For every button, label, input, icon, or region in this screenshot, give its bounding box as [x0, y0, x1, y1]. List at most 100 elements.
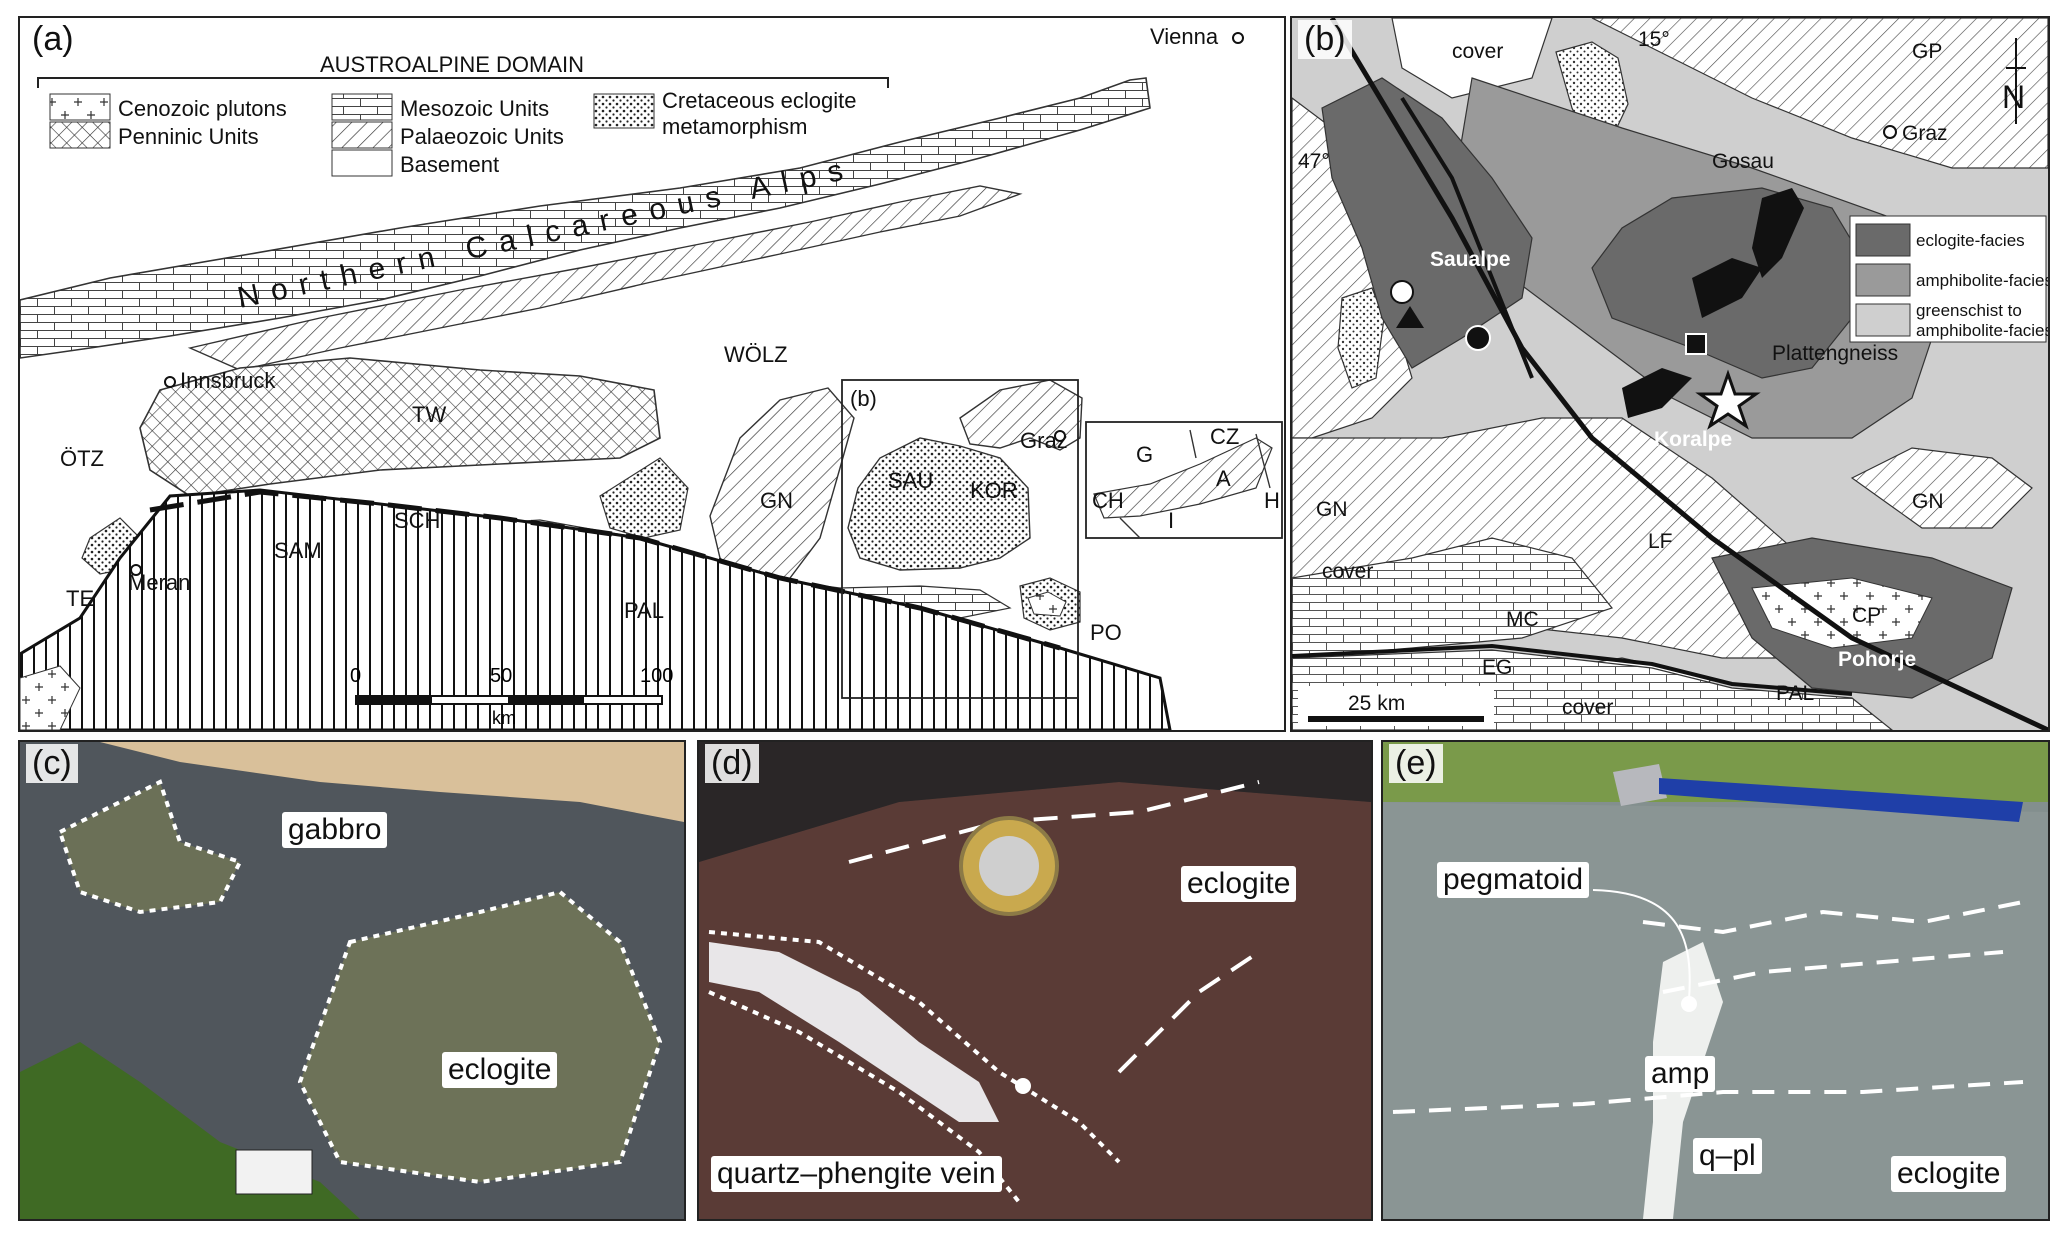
outcrop-photo-e [1383, 742, 2048, 1219]
label-cp: CP [1852, 604, 1881, 627]
domain-title: AUSTROALPINE DOMAIN [320, 52, 584, 77]
plattengneiss-site [1685, 333, 1707, 355]
eclogite-sch [599, 457, 689, 539]
label-graz-b: Graz [1902, 122, 1948, 145]
panel-c-photo-gabbro: (c) gabbro eclogite [18, 740, 686, 1221]
label-saualpe: Saualpe [1430, 248, 1511, 271]
palaeozoic-gp [1591, 18, 2048, 169]
label-gabbro: gabbro [282, 812, 388, 848]
inset-h: H [1264, 488, 1280, 513]
legend-swatch-greenschist [1855, 303, 1911, 337]
label-pegmatoid: pegmatoid [1437, 862, 1590, 898]
city-vienna: Vienna [1150, 24, 1219, 49]
regional-geologic-map: AUSTROALPINE DOMAIN Cenozoic plutons Pen… [20, 24, 1283, 730]
label-gosau: Gosau [1712, 150, 1774, 173]
svg-text:50: 50 [490, 665, 512, 687]
eclogite-patch-lower [300, 892, 660, 1182]
unit-sch: SCH [394, 508, 440, 533]
panel-b-label: (b) [1298, 20, 1352, 59]
unit-gn: GN [760, 488, 793, 513]
hammer-handle [1659, 778, 2023, 822]
palaeozoic-gn-east [1850, 447, 2033, 529]
legend-mesozoic: Mesozoic Units [400, 96, 549, 121]
city-innsbruck: Innsbruck [180, 368, 276, 393]
legend-amphibolite-b: amphibolite-facies [1916, 271, 2048, 290]
label-gp: GP [1912, 40, 1942, 63]
inset-g: G [1136, 442, 1153, 467]
label-pal-b: PAL [1776, 682, 1814, 705]
unit-kor: KOR [970, 478, 1018, 503]
quartz-phengite-vein [709, 942, 999, 1122]
panel-a-label: (a) [26, 20, 80, 59]
label-gn-2: GN [1912, 490, 1944, 513]
legend-swatch-amphibolite [1855, 263, 1911, 297]
label-eclogite-e: eclogite [1891, 1156, 2007, 1192]
gosau-west [1337, 287, 1385, 389]
inset-b-outline [841, 379, 1079, 699]
label-vein: quartz–phengite vein [711, 1156, 1002, 1192]
legend-eclogite-b: eclogite-facies [1916, 231, 2025, 250]
inset-ch: CH [1092, 488, 1124, 513]
label-pohorje: Pohorje [1838, 648, 1916, 671]
inset-a: A [1216, 466, 1231, 491]
legend-cenozoic: Cenozoic plutons [118, 96, 287, 121]
koralpe-star [1695, 369, 1761, 430]
vein-marker [1015, 1078, 1031, 1094]
panel-b-local-map: (b) [1290, 16, 2050, 732]
legend-palaeozoic: Palaeozoic Units [400, 124, 564, 149]
label-cover-1: cover [1452, 40, 1503, 63]
plattengneiss-body-2 [1692, 258, 1762, 318]
sample-site-triangle [1396, 306, 1424, 328]
svg-text:0: 0 [350, 665, 361, 687]
label-north: N [2002, 79, 2025, 115]
inset-cz: CZ [1210, 424, 1239, 449]
legend-greenschist-2: amphibolite-facies [1916, 321, 2048, 340]
inset-i: I [1168, 508, 1174, 533]
eclogite-facies-saualpe [1321, 77, 1533, 369]
label-eclogite-d: eclogite [1181, 866, 1297, 902]
scale-bar: 0 50 100 km [350, 665, 673, 728]
unit-otz: ÖTZ [60, 446, 104, 471]
label-gn-1: GN [1316, 498, 1348, 521]
svg-text:100: 100 [640, 665, 673, 687]
cenozoic-pluton-pohorje [1027, 591, 1067, 617]
panel-e-photo-pegmatoid: (e) pegmatoid amp q–pl eclogite [1381, 740, 2050, 1221]
label-mc: MC [1506, 608, 1539, 631]
plattengneiss-body-3 [1622, 368, 1692, 418]
graz-palaeozoic [959, 379, 1083, 451]
unit-sau: SAU [888, 468, 933, 493]
unit-pal: PAL [624, 598, 664, 623]
legend-greenschist-1: greenschist to [1916, 301, 2022, 320]
hammer-head [1613, 764, 1667, 806]
plattengneiss-body-1 [1752, 188, 1804, 278]
unit-tw: TW [412, 402, 446, 427]
city-dots [130, 32, 1244, 576]
panel-d-photo-vein: (d) eclogite quartz–phengite vein [697, 740, 1373, 1221]
legend-basement: Basement [400, 152, 499, 177]
label-eg: EG [1482, 656, 1512, 679]
northern-calcareous-alps-belt [20, 77, 1151, 359]
panel-a-regional-map: (a) [18, 16, 1286, 732]
label-eclogite-c: eclogite [442, 1052, 558, 1088]
north-arrow [2006, 38, 2026, 124]
rock-dark-tone [699, 742, 1371, 862]
saualpe-koralpe-map: eclogite-facies amphibolite-facies green… [1292, 18, 2048, 730]
label-cover-2: cover [1322, 560, 1373, 583]
eclogite-saualpe-koralpe [847, 437, 1031, 571]
legend-penninic: Penninic Units [118, 124, 259, 149]
sw-cenozoic-pluton [20, 665, 81, 730]
periadriatic-line-b [1292, 643, 1853, 696]
pluton-cp [1751, 577, 1933, 649]
label-amp: amp [1645, 1056, 1716, 1092]
legend-eclogite-2: metamorphism [662, 114, 807, 139]
label-plattengneiss: Plattengneiss [1772, 342, 1898, 365]
panel-d-label: (d) [705, 744, 759, 783]
sample-site-white [1390, 280, 1414, 304]
unit-po: PO [1090, 620, 1122, 645]
panel-c-label: (c) [26, 744, 78, 783]
lavanttal-fault [1329, 18, 2048, 730]
outcrop-photo-d [699, 742, 1371, 1219]
greywacke-zone [187, 185, 1023, 371]
eclogite-patch-upper [60, 782, 240, 912]
panel-e-label: (e) [1389, 744, 1443, 783]
